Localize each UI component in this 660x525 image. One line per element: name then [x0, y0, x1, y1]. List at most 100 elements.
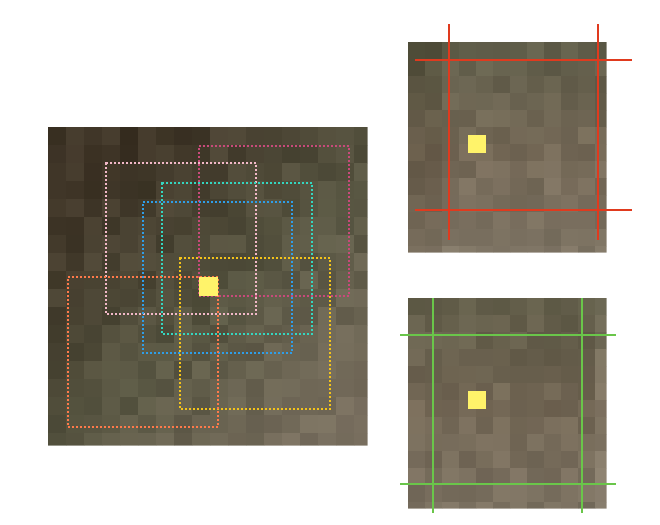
- mosaic-cell: [102, 235, 121, 254]
- mosaic-cell: [354, 271, 368, 290]
- mosaic-cell: [156, 343, 175, 362]
- mosaic-cell: [300, 307, 319, 326]
- mosaic-cell: [493, 127, 511, 145]
- mosaic-cell: [156, 235, 175, 254]
- mosaic-cell: [510, 366, 528, 384]
- mosaic-cell: [318, 415, 337, 434]
- center-marker: [468, 135, 486, 153]
- mosaic-cell: [156, 379, 175, 398]
- mosaic-cell: [120, 307, 139, 326]
- mosaic-cell: [84, 415, 103, 434]
- mosaic-cell: [493, 349, 511, 367]
- mosaic-cell: [300, 343, 319, 362]
- mosaic-cell: [527, 485, 545, 503]
- mosaic-cell: [354, 325, 368, 344]
- mosaic-cell: [336, 253, 355, 272]
- mosaic-cell: [174, 253, 193, 272]
- mosaic-cell: [282, 361, 301, 380]
- mosaic-cell: [544, 195, 562, 213]
- mosaic-cell: [425, 161, 443, 179]
- mosaic-cell: [561, 178, 579, 196]
- mosaic-cell: [510, 110, 528, 128]
- mosaic-cell: [510, 417, 528, 435]
- mosaic-cell: [476, 315, 494, 333]
- mosaic-cell: [84, 397, 103, 416]
- mosaic-cell: [459, 349, 477, 367]
- mosaic-cell: [102, 181, 121, 200]
- mosaic-cell: [84, 181, 103, 200]
- mosaic-cell: [354, 415, 368, 434]
- mosaic-cell: [138, 433, 157, 446]
- mosaic-cell: [561, 229, 579, 247]
- mosaic-cell: [156, 199, 175, 218]
- mosaic-cell: [408, 76, 426, 94]
- mosaic-cell: [595, 42, 607, 60]
- mosaic-cell: [228, 127, 247, 146]
- mosaic-cell: [138, 127, 157, 146]
- mosaic-cell: [48, 361, 67, 380]
- mosaic-cell: [527, 212, 545, 230]
- mosaic-cell: [578, 349, 596, 367]
- mosaic-cell: [578, 315, 596, 333]
- mosaic-cell: [210, 199, 229, 218]
- mosaic-cell: [228, 361, 247, 380]
- mosaic-cell: [156, 217, 175, 236]
- mosaic-cell: [425, 93, 443, 111]
- mosaic-cell: [595, 246, 607, 253]
- mosaic-cell: [102, 127, 121, 146]
- mosaic-cell: [264, 343, 283, 362]
- mosaic-cell: [561, 93, 579, 111]
- mosaic-cell: [595, 229, 607, 247]
- mosaic-cell: [595, 195, 607, 213]
- mosaic-cell: [408, 417, 426, 435]
- mosaic-cell: [442, 59, 460, 77]
- mosaic-cell: [561, 451, 579, 469]
- mosaic-cell: [336, 307, 355, 326]
- mosaic-cell: [544, 502, 562, 509]
- mosaic-cell: [84, 307, 103, 326]
- mosaic-cell: [595, 315, 607, 333]
- mosaic-cell: [264, 181, 283, 200]
- mosaic-cell: [156, 163, 175, 182]
- mosaic-cell: [48, 325, 67, 344]
- mosaic-cell: [459, 178, 477, 196]
- mosaic-cell: [210, 397, 229, 416]
- mosaic-cell: [476, 502, 494, 509]
- mosaic-cell: [578, 229, 596, 247]
- mosaic-cell: [476, 161, 494, 179]
- mosaic-cell: [156, 271, 175, 290]
- mosaic-cell: [300, 181, 319, 200]
- mosaic-cell: [354, 379, 368, 398]
- mosaic-cell: [578, 417, 596, 435]
- mosaic-cell: [493, 468, 511, 486]
- mosaic-cell: [442, 451, 460, 469]
- mosaic-cell: [561, 110, 579, 128]
- mosaic-cell: [102, 379, 121, 398]
- mosaic-cell: [174, 163, 193, 182]
- orange-box: [67, 276, 219, 428]
- blue-box: [142, 201, 293, 354]
- mosaic-cell: [228, 199, 247, 218]
- mosaic-cell: [544, 110, 562, 128]
- mosaic-cell: [476, 246, 494, 253]
- mosaic-cell: [318, 217, 337, 236]
- mosaic-cell: [102, 163, 121, 182]
- mosaic-cell: [174, 397, 193, 416]
- mosaic-cell: [210, 379, 229, 398]
- mosaic-cell: [210, 253, 229, 272]
- mosaic-cell: [300, 325, 319, 344]
- mosaic-cell: [66, 163, 85, 182]
- mosaic-cell: [138, 235, 157, 254]
- mosaic-cell: [595, 366, 607, 384]
- mosaic-cell: [459, 212, 477, 230]
- red-grid-lines: [415, 24, 632, 240]
- mosaic-cell: [408, 383, 426, 401]
- mosaic-cell: [210, 127, 229, 146]
- mosaic-cell: [210, 217, 229, 236]
- mosaic-cell: [336, 181, 355, 200]
- mosaic-cell: [408, 93, 426, 111]
- mosaic-cell: [408, 332, 426, 350]
- red-crop-mosaic: [408, 42, 607, 253]
- mosaic-cell: [120, 127, 139, 146]
- mosaic-cell: [527, 502, 545, 509]
